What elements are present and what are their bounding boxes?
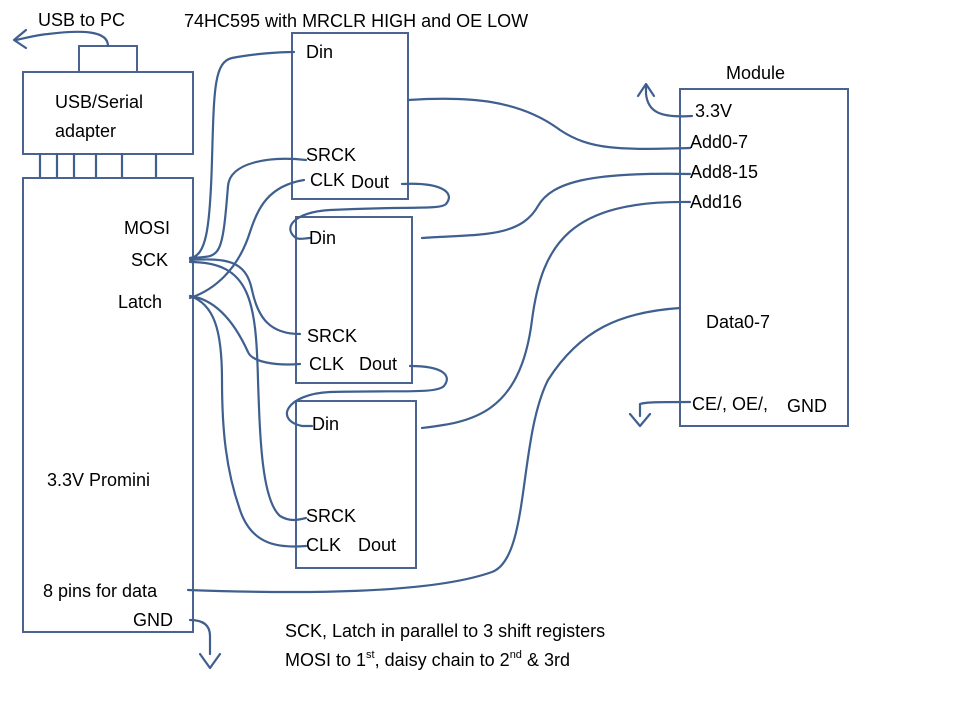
sr2-to-add8-15 — [420, 172, 692, 240]
promini-data-pins-label: 8 pins for data — [43, 581, 158, 601]
chip-note-label: 74HC595 with MRCLR HIGH and OE LOW — [184, 11, 528, 31]
promini-name-label: 3.3V Promini — [47, 470, 150, 490]
sr3-to-add16 — [420, 200, 692, 430]
sr3-dout-label: Dout — [358, 535, 396, 555]
module-data0-7-label: Data0-7 — [706, 312, 770, 332]
module-title: Module — [726, 63, 785, 83]
module-ce-oe-label: CE/, OE/, — [692, 394, 768, 414]
sck-to-srck1 — [188, 157, 308, 260]
usb-cable-arrow — [12, 28, 28, 50]
usb-serial-adapter-box — [22, 71, 194, 155]
sck-to-srck2 — [188, 258, 302, 336]
promini-gnd-arrow — [198, 652, 222, 670]
promini-box — [22, 177, 194, 633]
sr1-din-label: Din — [306, 42, 333, 62]
latch-to-clk3 — [188, 294, 308, 548]
module-add8-15-label: Add8-15 — [690, 162, 758, 182]
sr1-to-add0-7 — [406, 97, 692, 150]
sr1-dout-label: Dout — [351, 172, 389, 192]
shift-register-3-box — [295, 400, 417, 569]
promini-gnd-wire — [188, 618, 212, 656]
wires — [12, 28, 694, 670]
sr3-srck-label: SRCK — [306, 506, 356, 526]
module-add16-label: Add16 — [690, 192, 742, 212]
sr2-dout-label: Dout — [359, 354, 397, 374]
sr3-clk-label: CLK — [306, 535, 341, 555]
usb-plug — [78, 45, 138, 73]
module-gnd-label: GND — [787, 396, 827, 416]
sr1-srck-label: SRCK — [306, 145, 356, 165]
module-gnd-wire — [638, 400, 692, 418]
promini-gnd-label: GND — [133, 610, 173, 630]
adapter-label-line1: USB/Serial — [55, 92, 143, 112]
note-line2-part-c: & 3rd — [522, 650, 570, 670]
note-line2: MOSI to 1st, daisy chain to 2nd & 3rd — [285, 649, 570, 670]
module-box — [679, 88, 849, 427]
note-line2-part-b: , daisy chain to 2 — [375, 650, 510, 670]
sr2-srck-label: SRCK — [307, 326, 357, 346]
latch-to-clk2 — [188, 294, 302, 366]
v33-arrow — [636, 82, 656, 98]
sr2-din-label: Din — [309, 228, 336, 248]
sr1-clk-label: CLK — [310, 170, 345, 190]
usb-cable — [14, 30, 110, 48]
shift-register-2-box — [295, 216, 413, 384]
usb-to-pc-label: USB to PC — [38, 10, 125, 30]
note-line2-sup2: nd — [510, 649, 522, 661]
shift-register-1-box — [291, 32, 409, 200]
data-to-data0-7 — [186, 306, 682, 594]
mosi-to-din1 — [188, 50, 296, 260]
sck-to-srck3 — [188, 260, 308, 522]
v33-wire — [644, 84, 694, 118]
note-line2-part-a: MOSI to 1 — [285, 650, 366, 670]
dout1-to-din2 — [289, 182, 450, 240]
promini-latch-label: Latch — [118, 292, 162, 312]
module-add0-7-label: Add0-7 — [690, 132, 748, 152]
adapter-pins — [38, 152, 158, 180]
note-line2-sup1: st — [366, 649, 375, 661]
module-v33-label: 3.3V — [695, 101, 732, 121]
latch-to-clk1 — [188, 178, 306, 300]
promini-mosi-label: MOSI — [124, 218, 170, 238]
dout2-to-din3 — [285, 364, 448, 428]
adapter-label-line2: adapter — [55, 121, 116, 141]
sr2-clk-label: CLK — [309, 354, 344, 374]
module-gnd-arrow — [628, 412, 652, 428]
note-line1: SCK, Latch in parallel to 3 shift regist… — [285, 621, 605, 641]
promini-sck-label: SCK — [131, 250, 168, 270]
sr3-din-label: Din — [312, 414, 339, 434]
